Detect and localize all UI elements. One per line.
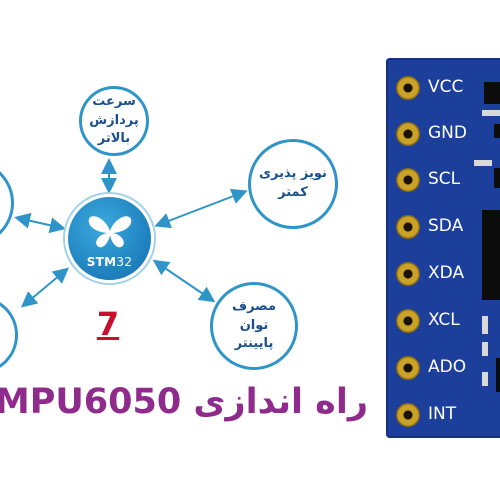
stm32-hub: STM32 [65, 194, 154, 283]
pin-label: VCC [428, 77, 464, 97]
pin-row-ado: ADO [386, 348, 500, 388]
smd-component [484, 82, 500, 104]
pin-label: XCL [428, 310, 460, 330]
pin-label: SCL [428, 169, 461, 189]
stm32-label: STM32 [68, 255, 151, 269]
pin-label: ADO [428, 357, 467, 377]
pin-row-vcc: VCC [386, 68, 500, 108]
smd-component [494, 124, 500, 138]
episode-number: 7 [96, 305, 120, 343]
smd-pad [482, 372, 488, 386]
butterfly-icon [88, 216, 132, 248]
arrow-to-power [152, 259, 216, 303]
pin-row-scl: SCL [386, 160, 500, 200]
pin-hole [396, 122, 420, 146]
mpu6050-chip [482, 210, 500, 300]
pin-label: SDA [428, 216, 464, 236]
smd-pad [482, 316, 488, 334]
pin-hole [396, 262, 420, 286]
pin-hole [396, 309, 420, 333]
pin-hole [396, 215, 420, 239]
pin-row-xda: XDA [386, 254, 500, 294]
smd-pad [482, 110, 500, 116]
title-text: راه اندازی MPU6050 [0, 382, 368, 422]
stm-model: 32 [116, 255, 133, 269]
pin-hole [396, 76, 420, 100]
bubble-lower-noise: نویز پذیری کمتر [248, 139, 338, 229]
mpu6050-module-board: VCC GND SCL SDA XDA XCL ADO INT [386, 58, 500, 438]
arrow-to-left-top [14, 212, 66, 234]
bubble-faster-processing: سرعت پردازش بالاتر [79, 86, 149, 156]
pin-hole [396, 403, 420, 427]
smd-pad [474, 160, 492, 166]
pin-hole [396, 356, 420, 380]
pin-label: GND [428, 123, 467, 143]
arrow-to-noise [154, 188, 248, 229]
pin-row-sda: SDA [386, 207, 500, 247]
pin-hole [396, 168, 420, 192]
pin-row-xcl: XCL [386, 301, 500, 341]
smd-pad [482, 342, 488, 356]
arrow-to-left-bottom [20, 267, 70, 308]
bubble-lower-power: مصرف توان پایینتر [210, 282, 298, 370]
pin-row-int: INT [386, 395, 500, 435]
stm-brand: STM [86, 255, 117, 269]
pin-label: XDA [428, 263, 465, 283]
pin-label: INT [428, 404, 457, 424]
pin-row-gnd: GND [386, 114, 500, 154]
smd-component [496, 358, 500, 392]
smd-component [494, 168, 500, 188]
